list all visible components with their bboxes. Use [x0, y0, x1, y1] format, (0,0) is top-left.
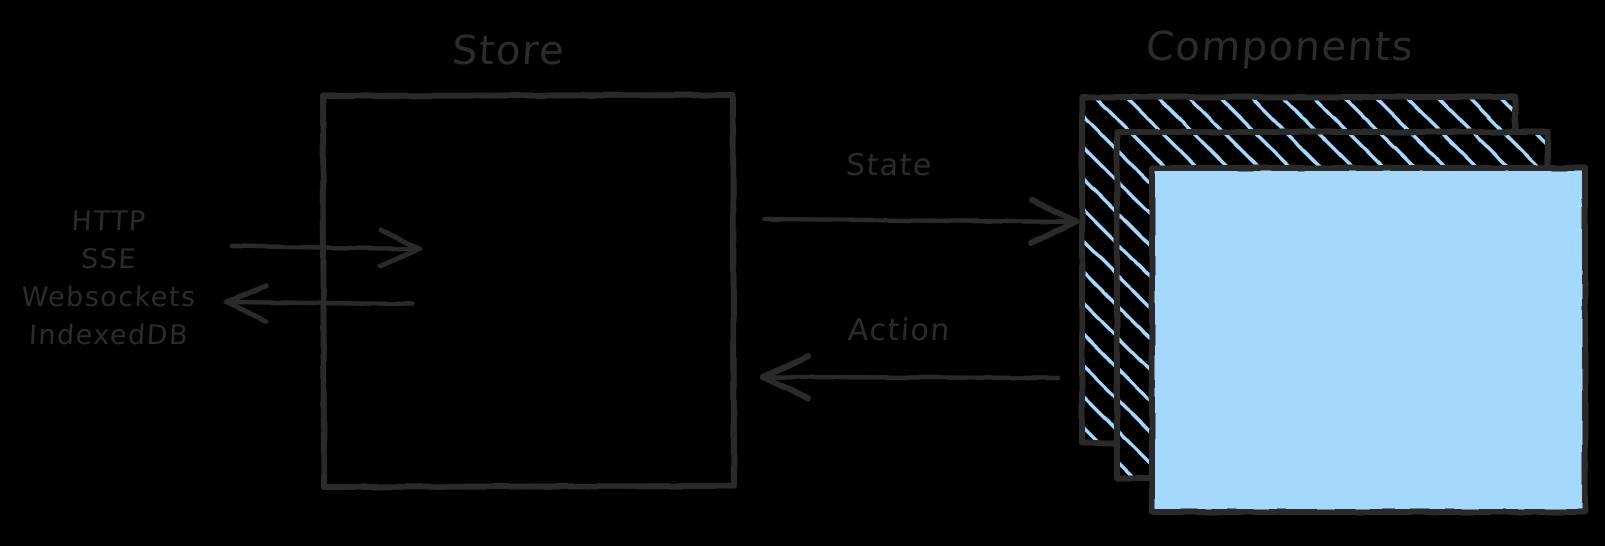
arrow-action [760, 353, 1061, 401]
protocol-label-websockets: Websockets [20, 282, 198, 313]
action-edge-label: Action [846, 313, 953, 348]
protocol-label-indexeddb: IndexedDB [28, 320, 190, 351]
component-card-front [1149, 165, 1588, 515]
store-title: Store [450, 28, 567, 74]
state-edge-label: State [844, 148, 935, 183]
arrow-io-out [223, 283, 415, 324]
protocol-label-http: HTTP [70, 206, 148, 237]
arrow-state [762, 197, 1079, 246]
components-title: Components [1144, 24, 1416, 70]
protocol-label-sse: SSE [80, 244, 138, 275]
protocol-label-stack: HTTP SSE Websockets IndexedDB [0, 203, 218, 355]
store-box [320, 92, 737, 490]
arrow-io-in [229, 227, 423, 269]
